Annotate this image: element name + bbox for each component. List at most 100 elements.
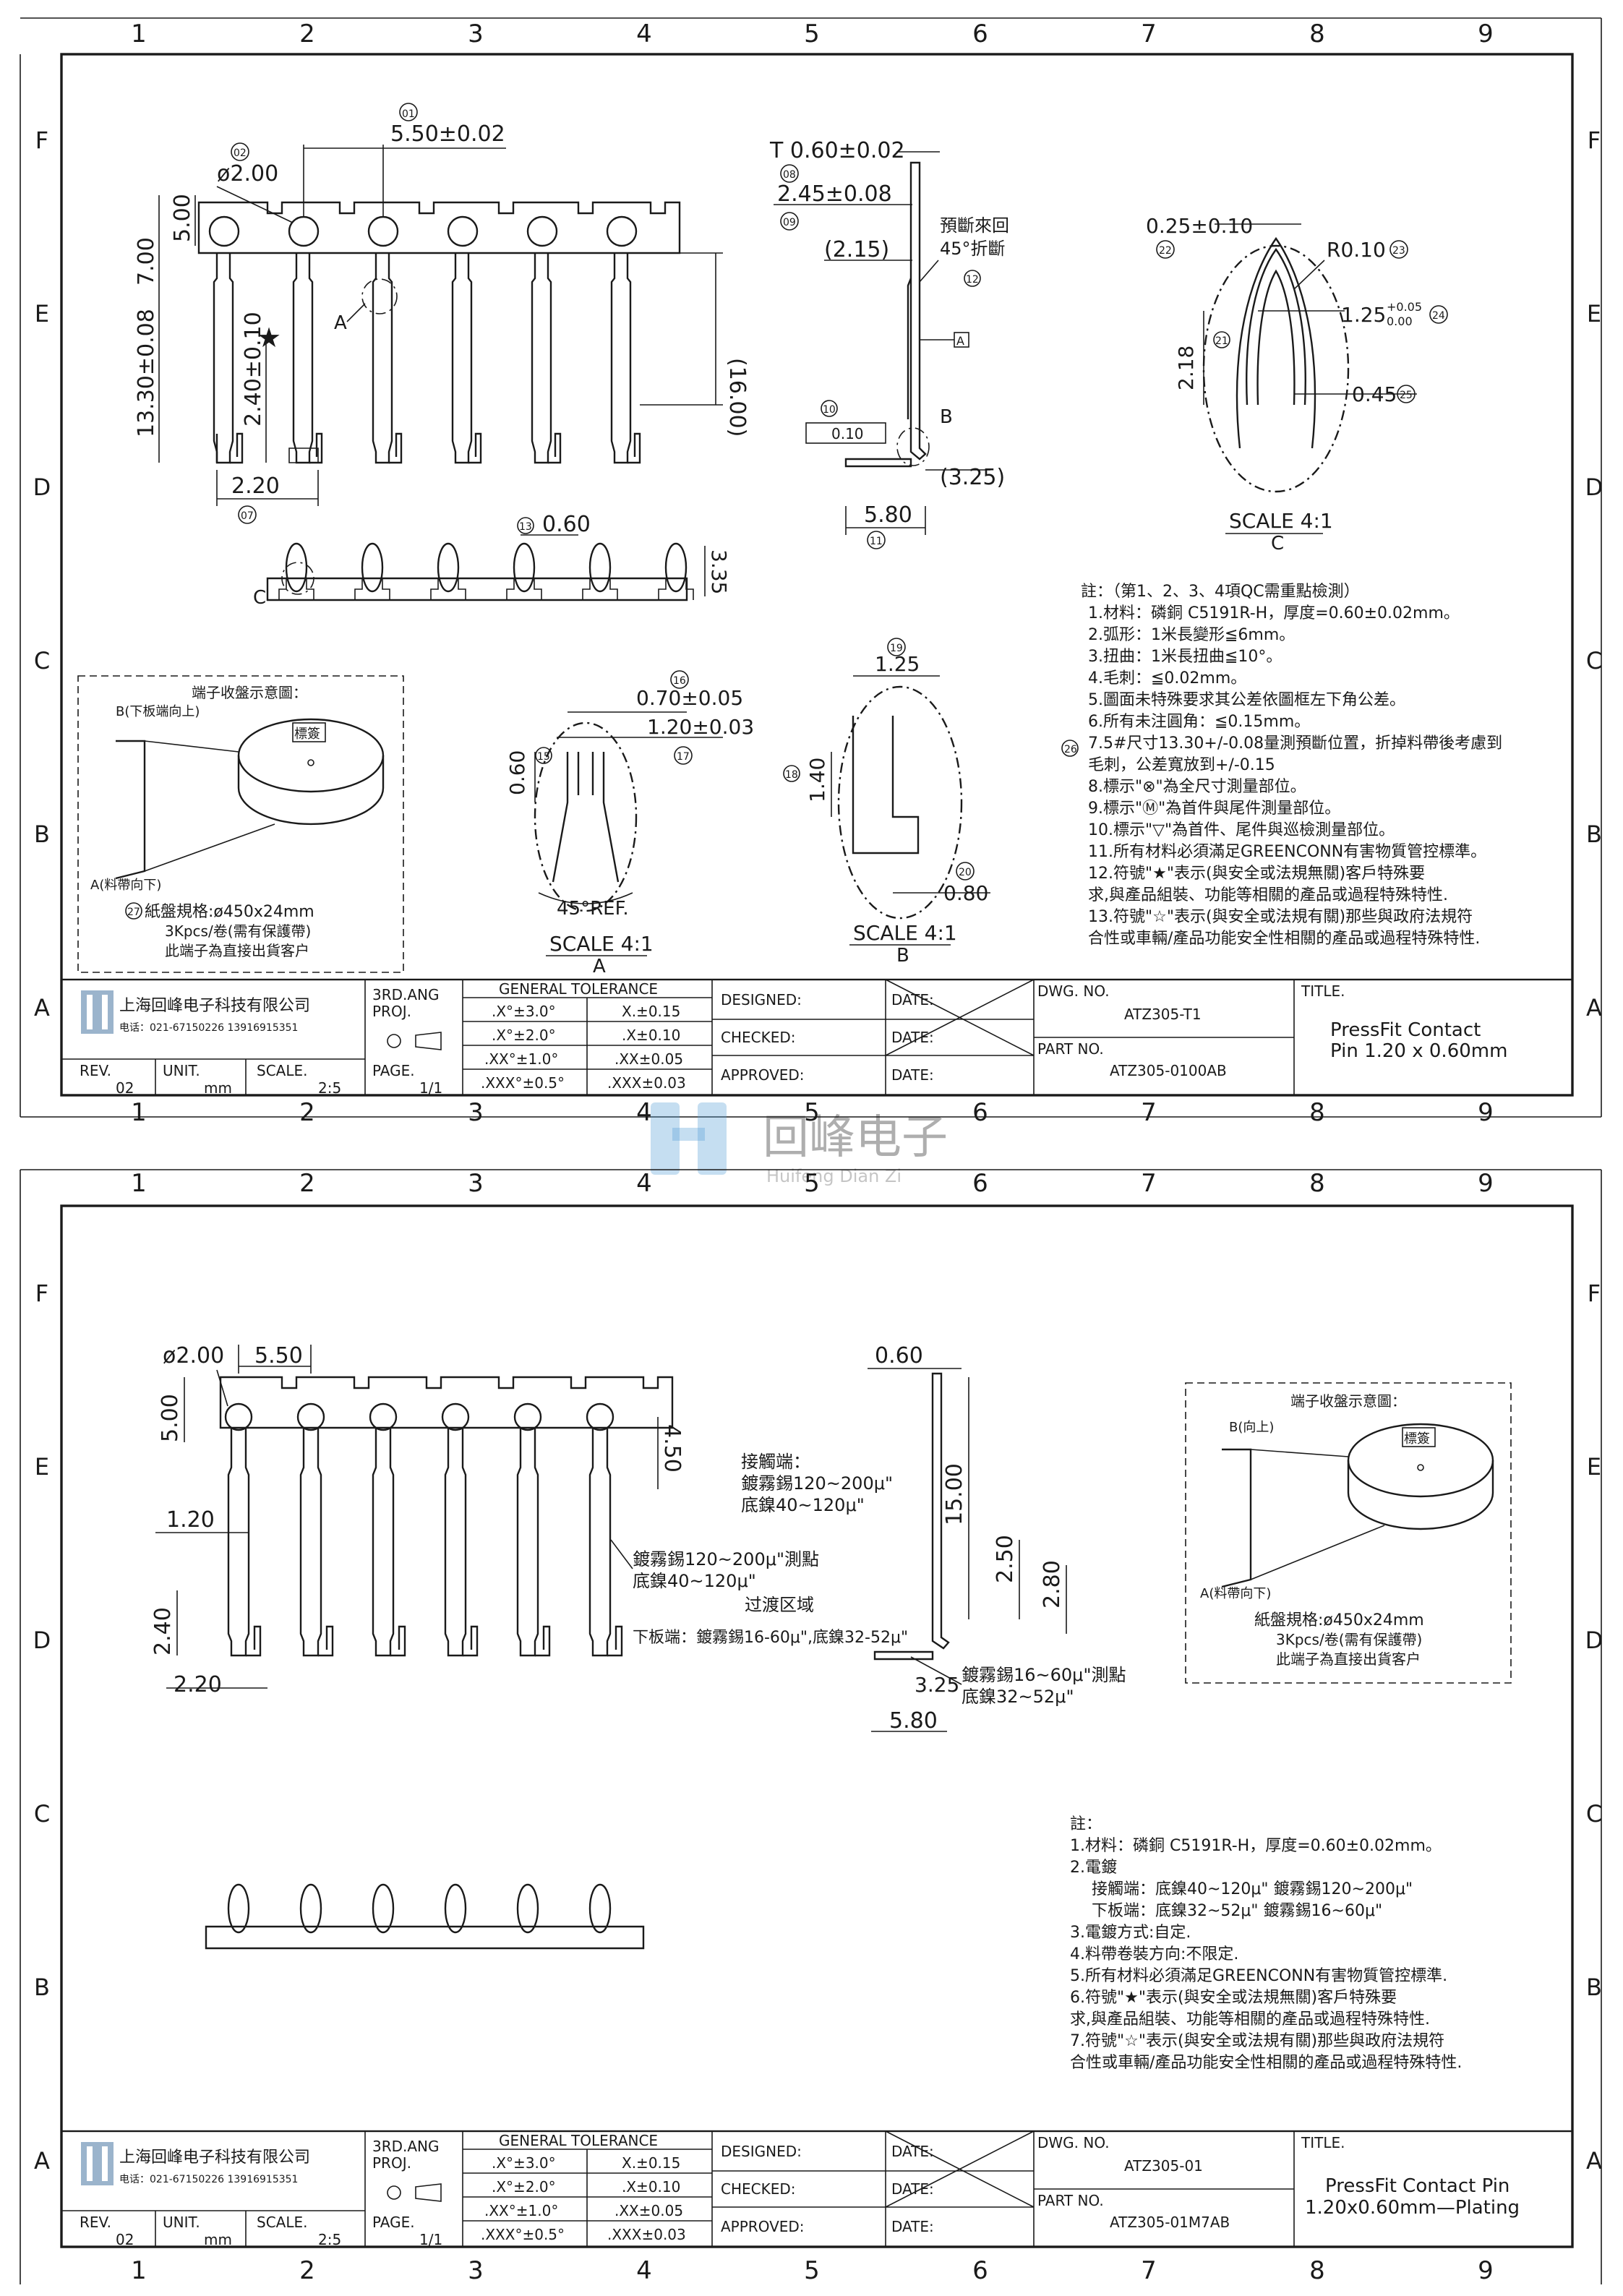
flatness-value: 0.10 <box>831 425 864 442</box>
title-line1: PressFit Contact <box>1330 1019 1481 1041</box>
col-label: 8 <box>1309 1098 1325 1127</box>
col-label: 1 <box>131 2256 147 2285</box>
pilot-holes <box>208 215 638 247</box>
s2-hole: ø2.00 <box>163 1343 224 1368</box>
sheet1-detail-a: 0.70±0.05 16 1.20±0.03 17 0.60 15 45°REF… <box>505 670 754 977</box>
tol-header: GENERAL TOLERANCE <box>499 2132 658 2149</box>
scale-label: SCALE. <box>257 1062 307 1079</box>
a-dim-120: 1.20±0.03 <box>647 715 754 739</box>
tol-r4c1: .XXX°±0.5° <box>481 1074 565 1092</box>
col-label: 4 <box>636 1169 652 1198</box>
tol-r2c2: .X±0.10 <box>622 2178 680 2196</box>
s2-reel-title: 端子收盤示意圖： <box>1290 1392 1406 1410</box>
a-scale-label: A <box>593 956 606 977</box>
lower-pt-l2: 底鎳32~52μ" <box>962 1687 1074 1707</box>
dwg-label: DWG. NO. <box>1037 982 1110 1000</box>
dim-215: (2.15) <box>824 237 889 262</box>
tol-r3c2: .XX±0.05 <box>614 2202 683 2219</box>
row-label: A <box>34 2147 50 2175</box>
row-label: D <box>33 1627 51 1654</box>
checked-label: CHECKED: <box>721 1029 796 1046</box>
note-line: 7.符號"☆"表示(與安全或法規有關)那些與政府法規符 <box>1070 2032 1444 2050</box>
c-dim-125-tol-up: +0.05 <box>1387 300 1422 314</box>
a-dim-070-tag: 16 <box>673 675 686 687</box>
col-label: 1 <box>131 1098 147 1127</box>
pitch-tag: 01 <box>402 108 415 120</box>
tol-r3c1: .XX°±1.0° <box>484 2202 558 2219</box>
dim-220-tag: 07 <box>241 510 254 522</box>
tol-r4c1: .XXX°±0.5° <box>481 2226 565 2243</box>
proj-line2: PROJ. <box>372 2154 411 2172</box>
dim-240: 2.40±0.10 <box>241 312 266 427</box>
dim-245-tag: 09 <box>783 217 796 228</box>
note-line: 2.電鍍 <box>1070 1859 1117 1877</box>
reel-qty: 3Kpcs/卷(需有保護帶) <box>165 922 311 940</box>
col-label: 9 <box>1478 20 1494 48</box>
col-label: 7 <box>1141 1169 1157 1198</box>
s2-reel-qty: 3Kpcs/卷(需有保護帶) <box>1276 1631 1422 1648</box>
col-label: 3 <box>468 20 484 48</box>
c-dim-125-tag: 24 <box>1432 310 1445 322</box>
note-line: 12.符號"★"表示(與安全或法規無關)客戶特殊要 <box>1088 865 1425 883</box>
col-label: 3 <box>468 2256 484 2285</box>
contact-title: 接觸端： <box>741 1452 810 1472</box>
note-line: 下板端：底鎳32~52μ" 鍍霧錫16~60μ" <box>1092 1902 1382 1920</box>
note-line: 4.毛刺：≦0.02mm。 <box>1088 669 1246 687</box>
title-label: TITLE. <box>1301 982 1345 1000</box>
watermark: 回峰电子 Huifeng Dian Zi <box>651 1102 948 1186</box>
note-line: 毛刺，公差寬放到+/-0.15 <box>1088 756 1275 774</box>
sheet1-reel-diagram: 端子收盤示意圖： 標簽 B(下板端向上) A(料帶向下) 27 紙盤規格:ø45… <box>77 675 404 973</box>
note-line: 2.弧形：1米長變形≦6mm。 <box>1088 626 1295 644</box>
c-dim-025: 0.25±0.10 <box>1146 214 1253 238</box>
row-label: C <box>34 1800 50 1828</box>
row-label: E <box>35 1453 49 1481</box>
pitch-dim: 5.50±0.02 <box>390 121 505 147</box>
col-label: 6 <box>972 1169 988 1198</box>
company-name: 上海回峰电子科技有限公司 <box>119 997 310 1015</box>
col-label: 6 <box>972 20 988 48</box>
s2-pitch: 5.50 <box>254 1343 303 1368</box>
s2-reel-ship: 此端子為直接出貨客户 <box>1276 1650 1421 1668</box>
row-label: F <box>35 127 48 154</box>
dim-060-strip: 0.60 <box>542 512 591 537</box>
page-label: PAGE. <box>372 2214 415 2231</box>
note-line: 3.扭曲：1米長扭曲≦10°。 <box>1088 648 1282 666</box>
a-ref: 45°REF. <box>557 898 629 920</box>
datum-a: A <box>956 334 964 348</box>
row-label: C <box>1586 1800 1602 1828</box>
watermark-brand: 回峰电子 <box>763 1111 948 1165</box>
note-line: 3.電鍍方式:自定. <box>1070 1924 1191 1942</box>
c-dim-125-tol-dn: 0.00 <box>1387 314 1413 328</box>
s2-dim-1500: 15.00 <box>942 1463 967 1525</box>
col-label: 9 <box>1478 1169 1494 1198</box>
note-line: 合性或車輛/產品功能安全性相關的產品或過程特殊特性. <box>1088 930 1480 948</box>
note-line: 註：（第1、2、3、4項QC需重點檢測） <box>1081 583 1360 601</box>
approved-label: APPROVED: <box>721 1066 805 1084</box>
designed-label: DESIGNED: <box>721 991 802 1008</box>
dim-220: 2.20 <box>231 474 280 499</box>
tol-r2c2: .X±0.10 <box>622 1027 680 1044</box>
proj-line1: 3RD.ANG <box>372 986 440 1003</box>
col-label: 6 <box>972 1098 988 1127</box>
c-radius: R0.10 <box>1327 238 1386 262</box>
designed-label: DESIGNED: <box>721 2143 802 2160</box>
point-l1: 鍍霧錫120~200μ"測點 <box>633 1549 819 1569</box>
thickness-tag: 08 <box>783 169 796 181</box>
sheet1-detail-c: 0.25±0.10 22 R0.10 23 1.25 +0.05 0.00 24… <box>1146 214 1448 554</box>
sheet2-notes: 註： 1.材料：磷銅 C5191R-H，厚度=0.60±0.02mm。 2.電鍍… <box>1070 1815 1462 2072</box>
contact-l1: 鍍霧錫120~200μ" <box>741 1473 893 1494</box>
sheet1-pin-front-view: A 5.50±0.02 01 ø2.00 02 7.00 5.00 13.30±… <box>134 103 750 524</box>
row-label: B <box>1586 821 1602 848</box>
s2-dim-280: 2.80 <box>1040 1560 1065 1609</box>
dim-325: (3.25) <box>940 465 1005 490</box>
b-dim-080-tag: 20 <box>959 867 972 878</box>
row-label: D <box>33 474 51 501</box>
col-label: 2 <box>299 2256 315 2285</box>
tol-r2c1: .X°±2.0° <box>492 1027 556 1044</box>
sheet1-side-view: T 0.60±0.02 08 2.45±0.08 09 (2.15) 預斷來回 … <box>769 138 1009 549</box>
scale-label: SCALE. <box>257 2214 307 2231</box>
scale-value: 2:5 <box>318 1079 341 1097</box>
dwg-label: DWG. NO. <box>1037 2134 1110 2151</box>
col-label: 9 <box>1478 2256 1494 2285</box>
date-label: DATE: <box>891 1066 934 1084</box>
